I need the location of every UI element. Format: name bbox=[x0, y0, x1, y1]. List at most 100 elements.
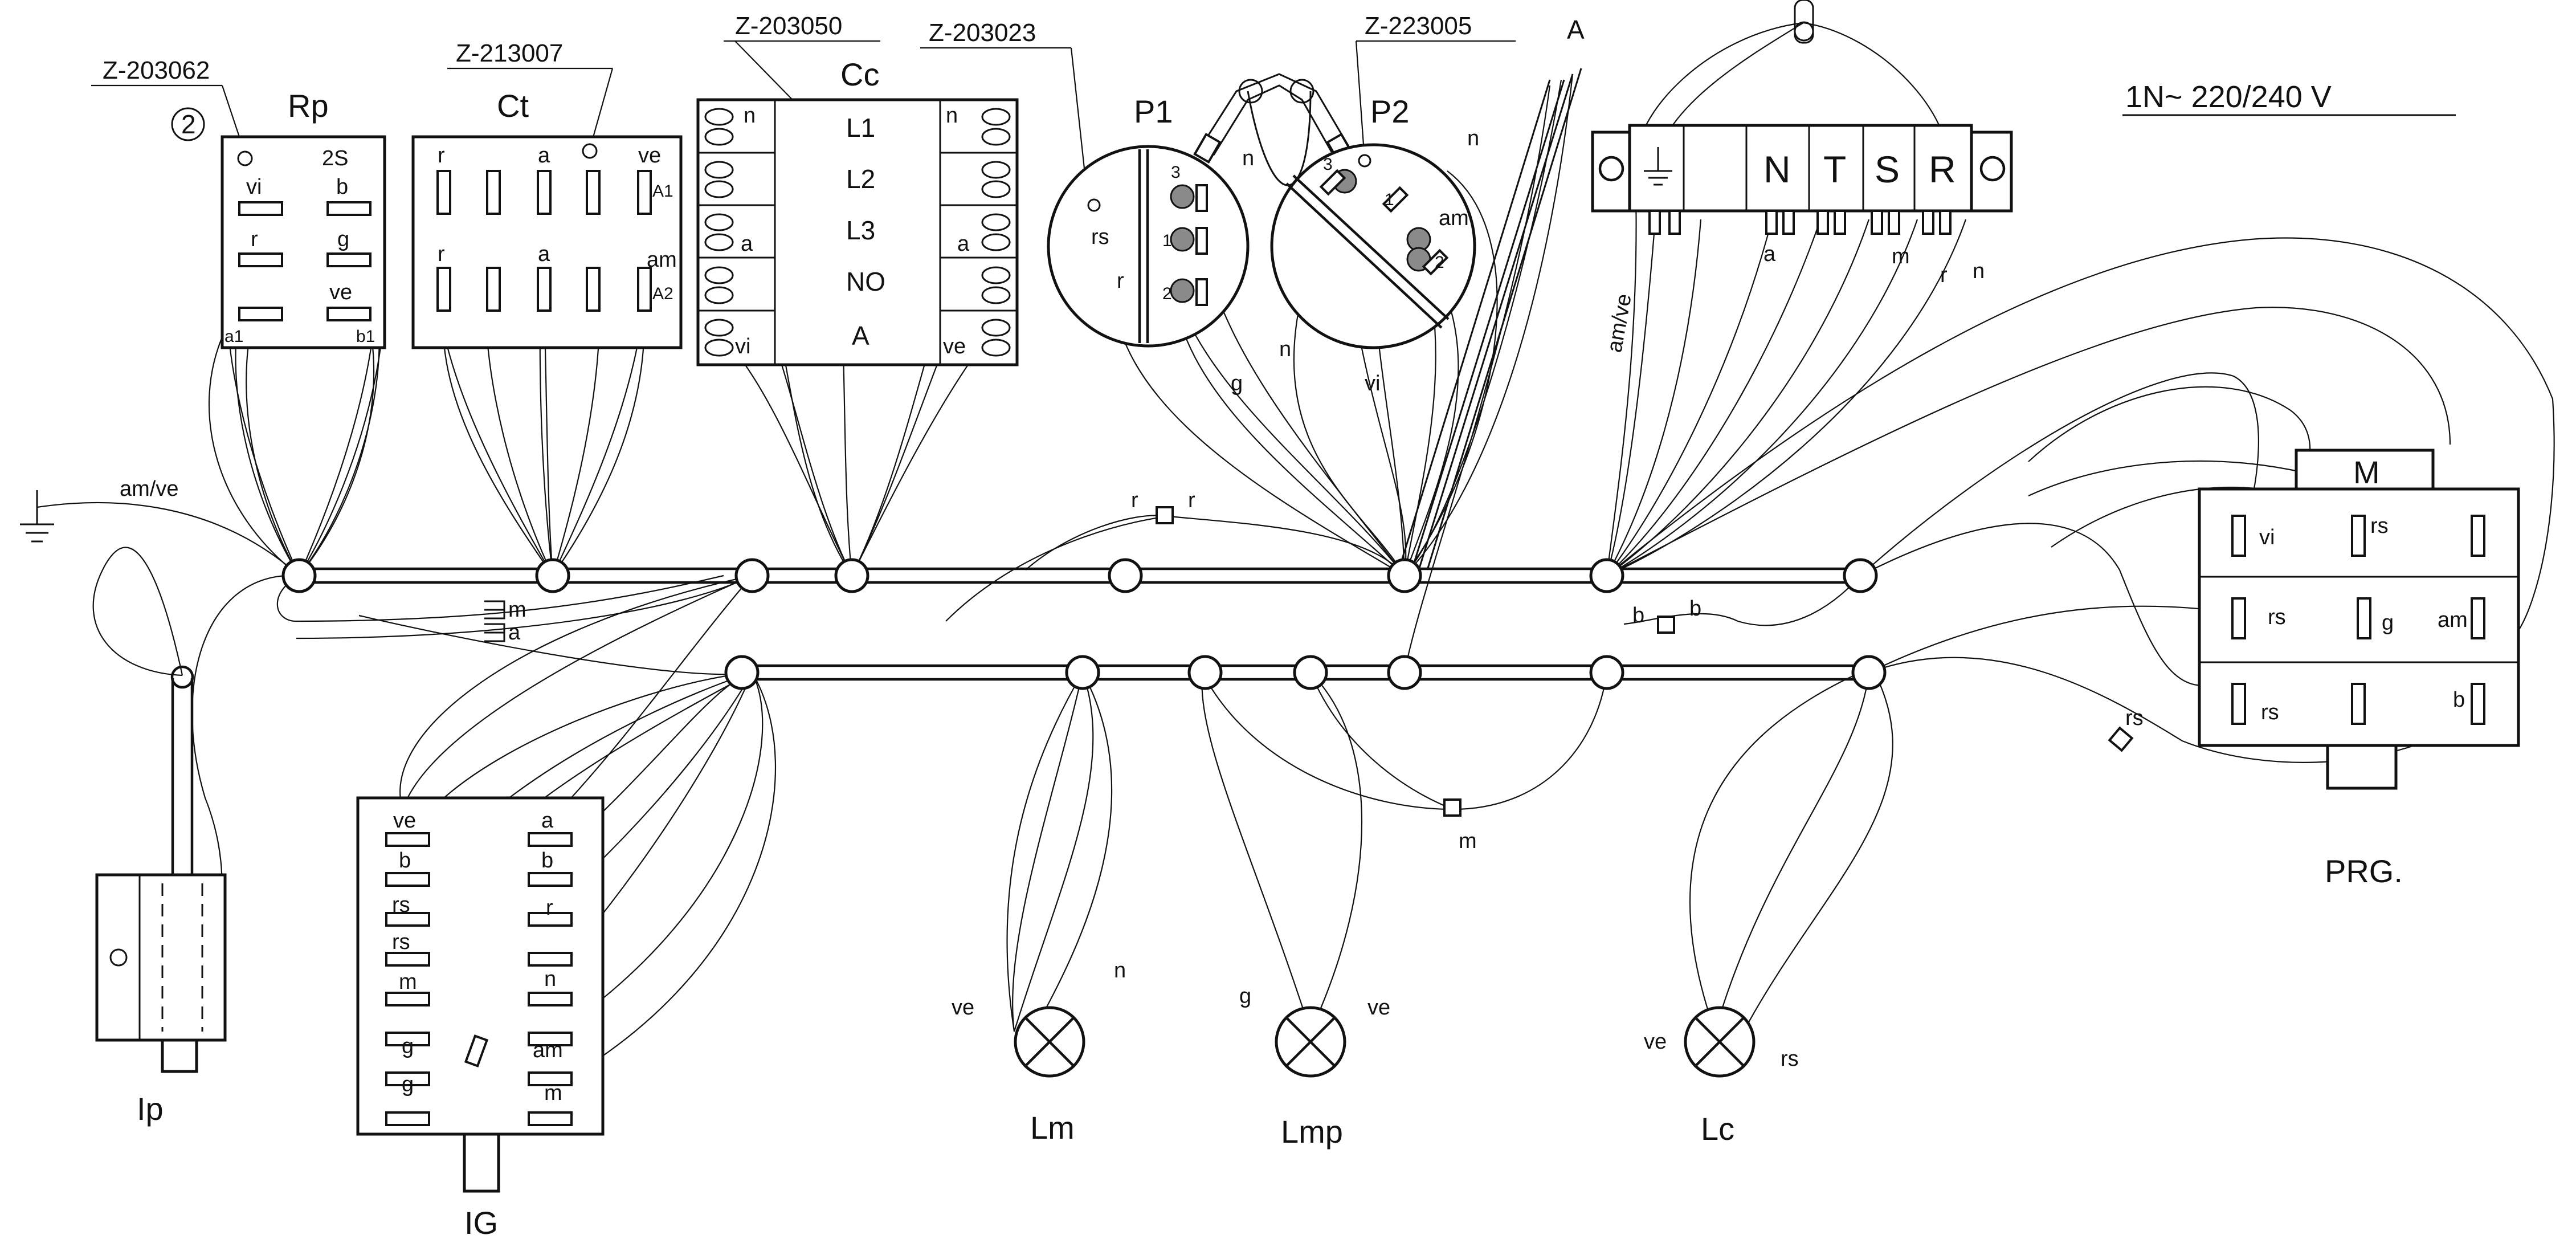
rp-term-r: r bbox=[251, 227, 258, 251]
rp-tab bbox=[238, 307, 283, 321]
terminal-block: N T S R am/ve a m r n bbox=[1591, 0, 2013, 354]
junction-knot bbox=[1843, 558, 1878, 593]
p2-disc bbox=[1270, 143, 1476, 349]
ref-codes: Z-203062 Z-213007 Z-203050 Z-203023 Z-22… bbox=[91, 12, 1516, 206]
wire bbox=[36, 502, 300, 576]
terminal-wire-n: n bbox=[1973, 259, 1985, 283]
wire bbox=[851, 347, 981, 576]
p2-pin bbox=[1422, 248, 1449, 276]
junction-knot bbox=[1065, 655, 1100, 690]
p2-pin-3: 3 bbox=[1323, 155, 1333, 174]
ref-ct: Z-213007 bbox=[456, 39, 563, 67]
wire bbox=[1025, 515, 1405, 576]
ig-tab bbox=[528, 1111, 573, 1126]
rp-term-b1: b1 bbox=[356, 327, 375, 346]
wire bbox=[246, 316, 300, 576]
p1-pin-3: 3 bbox=[1171, 163, 1181, 182]
motor-term-b: b bbox=[2453, 688, 2465, 712]
cc-terminal bbox=[704, 286, 734, 304]
p1-contact bbox=[1170, 278, 1195, 303]
wire bbox=[1310, 672, 1362, 1032]
ref-p2-leader bbox=[1355, 40, 1366, 161]
junction-knot bbox=[1187, 655, 1223, 690]
wire bbox=[1309, 672, 1454, 810]
lamp-lmp: Lmp g ve bbox=[1239, 984, 1390, 1150]
antenna-line bbox=[1426, 68, 1582, 570]
wire bbox=[1042, 672, 1113, 1015]
cc-terminal bbox=[981, 319, 1011, 337]
harness-label-b-left: b bbox=[1632, 604, 1644, 627]
wire bbox=[1606, 219, 1822, 576]
p2-pin bbox=[1382, 186, 1409, 213]
ref-p1: Z-203023 bbox=[929, 19, 1036, 47]
ig-tab bbox=[528, 1071, 573, 1086]
lamp-lmp-left: g bbox=[1239, 984, 1251, 1008]
p1-wire-rs: rs bbox=[1091, 225, 1109, 249]
cc-left-a: a bbox=[741, 232, 753, 256]
wire bbox=[208, 330, 300, 576]
cc-terminal bbox=[704, 319, 734, 337]
terminal-r: R bbox=[1929, 148, 1956, 190]
ig-tab bbox=[385, 952, 430, 967]
terminal-pin bbox=[1871, 210, 1883, 235]
motor-title: M bbox=[2353, 454, 2380, 490]
junction-knot bbox=[281, 558, 317, 593]
ip-hole bbox=[109, 948, 128, 967]
wire bbox=[1201, 672, 1312, 1032]
ct-tab bbox=[436, 267, 451, 312]
rp-tab bbox=[238, 201, 283, 216]
ig-right-r: r bbox=[546, 896, 553, 920]
cc-terminal bbox=[981, 266, 1011, 284]
rp-term-b: b bbox=[336, 175, 348, 199]
wire bbox=[1606, 307, 2451, 576]
cc-terminal bbox=[981, 213, 1011, 231]
wire bbox=[1606, 219, 1656, 576]
lamp-lc-right: rs bbox=[1781, 1047, 1799, 1071]
ip-body bbox=[95, 873, 227, 1042]
wire bbox=[1606, 219, 1918, 576]
ig-jumper bbox=[464, 1034, 489, 1067]
harness-label-m: m bbox=[508, 598, 526, 622]
rp-pin-hole bbox=[237, 150, 253, 166]
ig-tab bbox=[385, 832, 430, 847]
harness-connectors: r r b b m rs m a bbox=[484, 488, 2144, 853]
cc-terminal bbox=[981, 286, 1011, 304]
wire bbox=[1860, 372, 2259, 576]
rp-term-g: g bbox=[337, 227, 349, 251]
wire bbox=[1293, 307, 1405, 576]
motor-term-g: g bbox=[2382, 611, 2394, 635]
p2-wire-n: n bbox=[1242, 146, 1254, 170]
wire bbox=[276, 574, 724, 622]
motor-tab bbox=[2357, 597, 2371, 639]
terminal-screw-left bbox=[1598, 156, 1624, 182]
harness-label-r-left: r bbox=[1131, 488, 1138, 512]
ig-tab bbox=[385, 1032, 430, 1046]
lamp-lm-caption: Lm bbox=[1030, 1110, 1075, 1146]
terminal-s: S bbox=[1875, 148, 1900, 190]
cc-label-a: A bbox=[852, 321, 869, 351]
p1-p2-switches: P1 P2 3 1 2 rs r g n bbox=[1047, 73, 1479, 396]
wire bbox=[549, 575, 753, 821]
wire bbox=[1606, 237, 2555, 642]
p1-pin bbox=[1195, 278, 1208, 306]
motor-tab bbox=[2471, 515, 2485, 557]
wire bbox=[1006, 672, 1083, 1032]
wire bbox=[358, 614, 753, 675]
connector-m bbox=[1443, 798, 1461, 817]
motor-term-am: am bbox=[2438, 608, 2468, 632]
cc-terminal bbox=[981, 128, 1011, 146]
ig-right-am: am bbox=[533, 1038, 563, 1062]
p2-wire-n2: n bbox=[1467, 127, 1479, 150]
wire bbox=[549, 672, 764, 1038]
antenna-label: A bbox=[1567, 15, 1585, 44]
junction-knot bbox=[1108, 558, 1143, 593]
ct-term-a2-label: A2 bbox=[652, 284, 673, 303]
cc-terminal bbox=[981, 233, 1011, 251]
rp-tab bbox=[326, 201, 372, 216]
terminal-pin bbox=[1939, 210, 1952, 235]
cc-terminal bbox=[704, 128, 734, 146]
cc-component: Cc n a vi n a ve bbox=[696, 56, 1019, 366]
harness-label-b-right: b bbox=[1689, 597, 1701, 621]
ig-tab bbox=[528, 1032, 573, 1046]
